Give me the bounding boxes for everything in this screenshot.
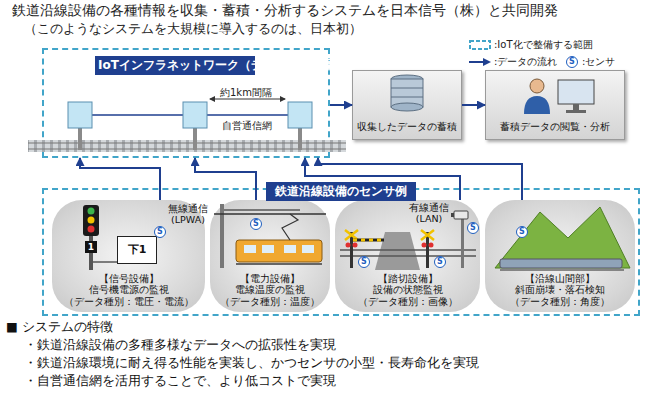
node-text: （データ種別：角度）	[510, 296, 610, 307]
feature-bullet: ・鉄道沿線環境に耐え得る性能を実装し、かつセンサの小型・長寿命化を実現	[24, 355, 479, 371]
analyst-icon	[524, 79, 594, 114]
mountain-illustration	[495, 207, 630, 270]
node-text: 設備の状態監視	[373, 284, 443, 295]
signal-number: 1	[85, 241, 97, 253]
sensor-icon: S	[250, 218, 262, 230]
subtitle: （このようなシステムを大規模に導入するのは、日本初）	[24, 20, 362, 38]
legend-text: :センサ	[582, 55, 615, 69]
analysis-box: 蓄積データの閲覧・分析	[485, 70, 625, 140]
server-icon	[391, 75, 423, 111]
legend-text: :IoT化で整備する範囲	[494, 38, 593, 52]
node-text: 蓄積データの閲覧・分析	[500, 120, 610, 134]
section-heading: ■ システムの特徴	[6, 319, 113, 335]
data-collector	[68, 102, 312, 150]
region-heading: 鉄道沿線設備のセンサ例	[266, 182, 416, 201]
data-flow-arrow	[330, 104, 352, 106]
distance-arrow	[210, 99, 285, 100]
legend-item: :センサ	[582, 55, 615, 69]
sensor-icon: S	[566, 56, 578, 68]
node-text: 【沿線山間部】	[525, 273, 595, 284]
data-flow-arrow	[195, 158, 256, 200]
node-text: 電線温度の監視	[235, 284, 305, 295]
node-text: 収集したデータの蓄積	[357, 120, 457, 134]
level-crossing-illustration	[340, 211, 476, 270]
signal-illustration	[83, 205, 117, 270]
sensor-icon: S	[467, 222, 479, 234]
node-text: 【踏切設備】	[378, 273, 438, 284]
node-text: 信号機電源の監視	[89, 284, 169, 295]
data-flow-arrow	[318, 158, 522, 200]
sensor-icon: S	[154, 226, 166, 238]
node-text: 【電力設備】	[240, 273, 300, 284]
node-text: （データ種別：温度）	[220, 296, 320, 307]
node-text: 【信号設備】	[99, 273, 159, 284]
sensor-icon: S	[516, 226, 528, 238]
data-flow-arrow	[462, 104, 485, 106]
legend-item: :IoT化で整備する範囲	[468, 38, 593, 52]
flow-swatch	[468, 56, 492, 68]
feature-bullet: ・鉄道沿線設備の多種多様なデータへの拡張性を実現	[24, 337, 336, 353]
feature-bullet: ・自営通信網を活用することで、より低コストで実現	[24, 373, 336, 389]
connection-label: 有線通信 (LAN)	[407, 202, 451, 225]
data-flow-arrow	[80, 158, 160, 200]
legend-item: :データの流れ	[468, 55, 557, 69]
distance-label: 約1km間隔	[220, 86, 272, 100]
node-text: （データ種別：電圧・電流）	[64, 296, 194, 307]
node-text: 斜面崩壊・落石検知	[515, 284, 605, 295]
node-text: 下1	[128, 243, 147, 256]
title: 鉄道沿線設備の各種情報を収集・蓄積・分析するシステムを日本信号（株）と共同開発	[12, 2, 558, 20]
signal-power-box: 下1	[117, 236, 157, 264]
scope-swatch	[468, 39, 492, 51]
power-line-illustration	[214, 204, 326, 268]
connection-label: 無線通信 (LPWA)	[166, 203, 210, 226]
legend-text: :データの流れ	[494, 55, 557, 69]
sensor-icon: S	[434, 256, 446, 268]
sensor-icon: S	[358, 256, 370, 268]
region-heading: IoTインフラネットワーク（データ収集装置）	[95, 56, 255, 75]
network-label: 自営通信網	[222, 119, 272, 133]
node-text: （データ種別：画像）	[358, 296, 458, 307]
